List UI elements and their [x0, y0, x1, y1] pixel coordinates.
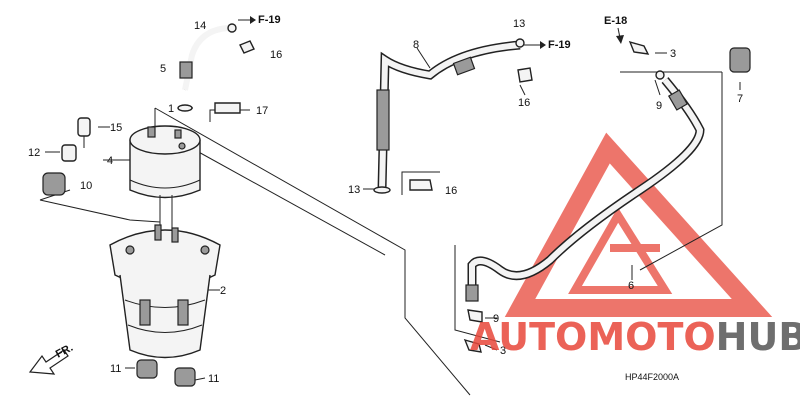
leader-lines	[39, 44, 741, 396]
reference-f19-top: F-19	[238, 14, 281, 26]
fuel-hose-6	[463, 40, 751, 353]
watermark-auto: AUTO	[470, 315, 587, 359]
svg-text:E-18: E-18	[604, 15, 627, 27]
part-7-grommet	[729, 47, 751, 73]
callout-9b: 9	[493, 313, 499, 325]
drawing-code: HP44F2000A	[625, 372, 679, 382]
watermark-text: AUTOMOTOHUB	[470, 315, 800, 359]
callout-labels: 1 2 3 3 4 5 6 7 8 9 9 10 11 11 12 13 13 …	[28, 18, 743, 385]
callout-12: 12	[28, 147, 40, 159]
callout-13a: 13	[513, 18, 525, 30]
watermark-logo	[504, 132, 773, 317]
fuel-hose-5	[177, 23, 255, 114]
front-arrow-icon: FR.	[28, 342, 75, 375]
watermark-moto: MOTO	[587, 315, 715, 359]
part-10-grommet	[42, 172, 66, 196]
mount-rubbers	[136, 359, 196, 387]
callout-9a: 9	[656, 100, 662, 112]
callout-10: 10	[80, 180, 92, 192]
callout-1: 1	[168, 103, 174, 115]
callout-16c: 16	[445, 185, 457, 197]
svg-text:F-19: F-19	[258, 14, 281, 26]
svg-text:F-19: F-19	[548, 39, 571, 51]
callout-8: 8	[413, 39, 419, 51]
reference-e18: E-18	[604, 15, 627, 44]
callout-2: 2	[220, 285, 226, 297]
front-arrow-label: FR.	[54, 342, 75, 361]
left-small-parts	[42, 117, 91, 196]
callout-4: 4	[107, 155, 113, 167]
fuel-strainer-assembly	[109, 195, 221, 359]
callout-6: 6	[628, 280, 634, 292]
callout-13b: 13	[348, 184, 360, 196]
callout-15: 15	[110, 122, 122, 134]
callout-7: 7	[737, 93, 743, 105]
callout-11b: 11	[208, 373, 219, 385]
callout-14: 14	[194, 20, 206, 32]
callout-3b: 3	[500, 345, 506, 357]
reference-f19-right: F-19	[525, 39, 571, 51]
fuel-filter-cover	[129, 125, 201, 199]
callout-16b: 16	[518, 97, 530, 109]
watermark-hub: HUB	[716, 315, 800, 359]
callout-3a: 3	[670, 48, 676, 60]
part-12-collar	[61, 144, 77, 162]
fuel-hose-8	[373, 38, 533, 194]
svg-text:AUTOMOTOHUB: AUTOMOTOHUB	[470, 315, 800, 359]
part-15-bolt	[77, 117, 91, 137]
callout-5: 5	[160, 63, 166, 75]
callout-17: 17	[256, 105, 268, 117]
callout-16a: 16	[270, 49, 282, 61]
callout-11a: 11	[110, 363, 121, 375]
